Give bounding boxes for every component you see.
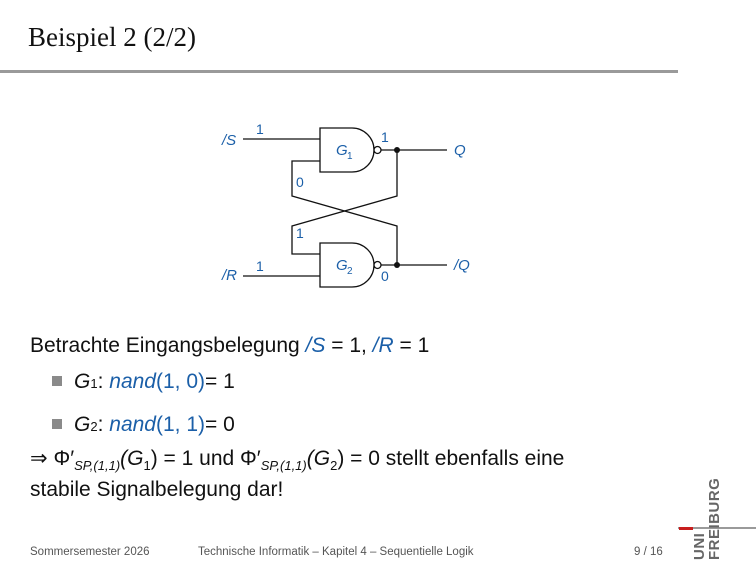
wire-feedback-from-nq — [291, 160, 398, 265]
g2-argument-subscript: 2 — [330, 458, 338, 474]
input-assignment-line: Betrachte Eingangsbelegung /S = 1, /R = … — [30, 334, 429, 358]
phi-subscript-2: SP,(1,1) — [260, 458, 307, 474]
gate-g2-subscript: 2 — [347, 266, 353, 277]
footer-page-number: 9 / 16 — [634, 546, 663, 558]
bullet-gate-subscript: 1 — [90, 376, 98, 391]
g1-argument-subscript: 1 — [143, 458, 151, 474]
gate-g2-inversion-bubble — [373, 260, 382, 270]
label-q: Q — [454, 142, 466, 159]
rs-latch-diagram: /S /R Q /Q G 1 G 2 1 1 0 1 1 0 — [221, 121, 470, 288]
assignment-s: /S — [305, 334, 326, 357]
conclusion-line-2: stabile Signalbelegung dar! — [30, 478, 284, 502]
assignment-r-value: = 1 — [393, 334, 430, 357]
g1-result: ) = 1 und — [150, 447, 241, 470]
bullet-function: nand — [109, 413, 156, 436]
value-nq: 0 — [381, 268, 389, 284]
gate-g1-inversion-bubble — [373, 145, 382, 155]
wire-feedback-from-q — [291, 150, 398, 255]
g2-result: ) = 0 stellt ebenfalls eine — [337, 447, 565, 470]
conclusion-line-1: ⇒ Φ′SP,(1,1)(G1) = 1 und Φ′SP,(1,1)(G2) … — [30, 447, 564, 478]
logo-accent — [679, 527, 693, 530]
bullet-gate-subscript: 2 — [90, 419, 98, 434]
bullet-separator: : — [97, 370, 104, 393]
bullet-separator: : — [97, 413, 104, 436]
bullet-result: = 0 — [205, 413, 235, 436]
bullet-arguments: (1, 1) — [155, 413, 205, 436]
gate-g2-label: G — [336, 257, 348, 274]
footer-semester: Sommersemester 2026 — [30, 546, 150, 558]
slide-title: Beispiel 2 (2/2) — [28, 22, 196, 52]
value-r: 1 — [256, 258, 264, 274]
title-divider — [0, 70, 678, 73]
logo-line-uni: UNI — [691, 532, 708, 560]
bullet-square-icon — [52, 376, 62, 386]
assignment-prefix: Betrachte Eingangsbelegung — [30, 334, 306, 357]
value-g1-second-input: 0 — [296, 174, 304, 190]
value-q: 1 — [381, 129, 389, 145]
bullet-gate: G — [74, 413, 91, 436]
university-logo: UNI FREIBURG — [691, 477, 723, 560]
junction-nq — [394, 262, 400, 268]
phi-symbol-1: Φ′ — [53, 447, 75, 470]
g1-argument: (G — [120, 447, 144, 470]
footer-course: Technische Informatik – Kapitel 4 – Sequ… — [198, 546, 474, 558]
logo-line-freiburg: FREIBURG — [706, 477, 723, 560]
label-nq: /Q — [453, 257, 470, 274]
bullet-gate: G — [74, 370, 91, 393]
implies-arrow: ⇒ — [30, 447, 54, 470]
gate-g1-subscript: 1 — [347, 151, 353, 162]
bullet-function: nand — [109, 370, 156, 393]
conclusion-text: ⇒ Φ′SP,(1,1)(G1) = 1 und Φ′SP,(1,1)(G2) … — [30, 447, 564, 502]
assignment-s-value: = 1, — [325, 334, 373, 357]
assignment-r: /R — [372, 334, 394, 357]
bullet-result: = 1 — [205, 370, 235, 393]
bullet-arguments: (1, 0) — [155, 370, 205, 393]
value-g2-first-input: 1 — [296, 225, 304, 241]
g2-argument: (G — [306, 447, 331, 470]
label-s: /S — [221, 132, 236, 149]
bullet-square-icon — [52, 419, 62, 429]
phi-symbol-2: Φ′ — [240, 447, 261, 470]
value-s: 1 — [256, 121, 264, 137]
logo-divider — [678, 527, 756, 529]
phi-subscript-1: SP,(1,1) — [74, 458, 121, 474]
gate-g1-label: G — [336, 142, 348, 159]
label-r: /R — [221, 267, 237, 284]
junction-q — [394, 147, 400, 153]
